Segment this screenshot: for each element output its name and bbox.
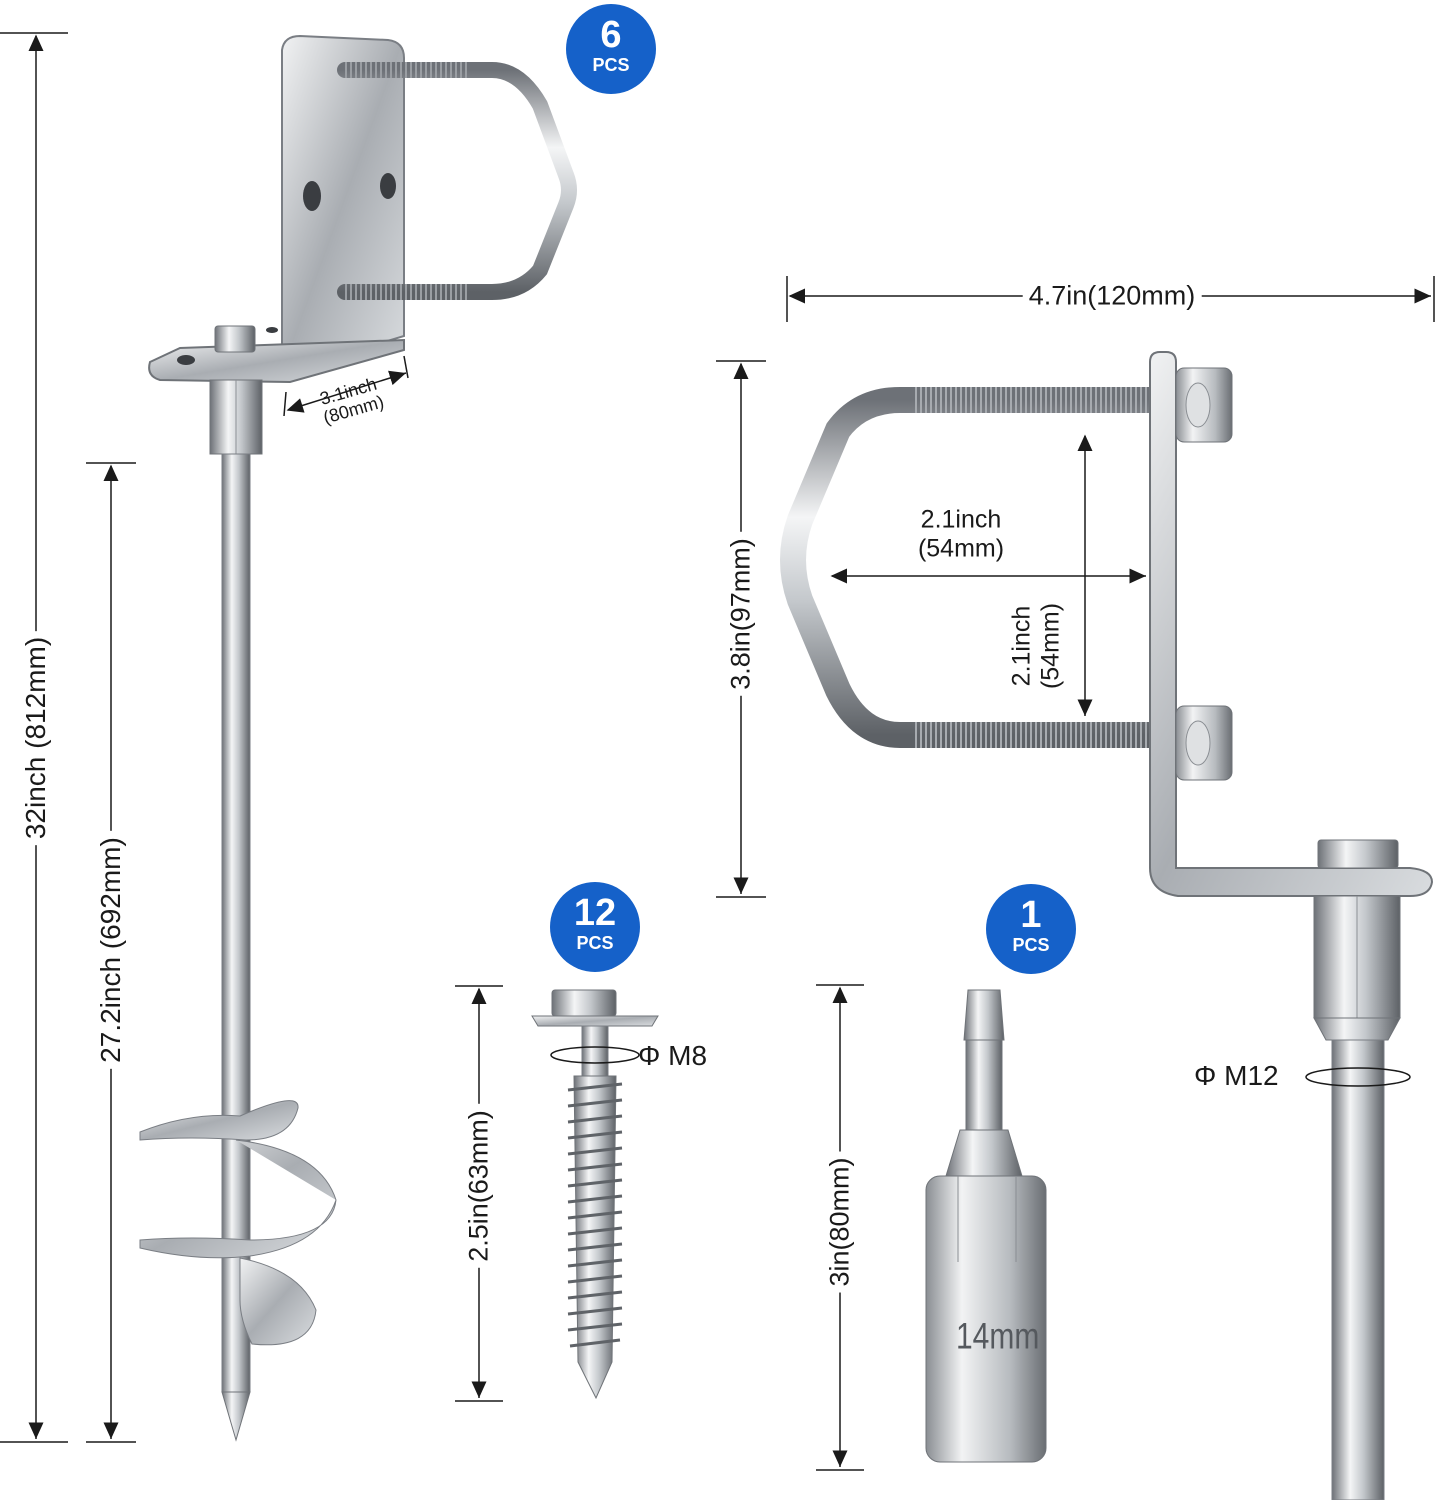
- badge-count: 12: [573, 892, 617, 934]
- ground-anchor-drawing: [139, 34, 577, 1442]
- bracket-width-label: 4.7in(120mm): [1022, 282, 1202, 310]
- badge-anchor-count: 6 PCS: [566, 4, 656, 94]
- bracket-drawing: [780, 351, 1434, 1500]
- ubolt-height-mm: (54mm): [1036, 602, 1064, 690]
- screw-length-label: 2.5in(63mm): [464, 1104, 494, 1268]
- ubolt-height-label: 2.1inch (54mm): [1007, 603, 1065, 689]
- socket-length-label: 3in(80mm): [825, 1151, 855, 1293]
- shaft-diameter-label: Φ M12: [1194, 1060, 1279, 1091]
- shaft-length-label: 27.2inch (692mm): [95, 831, 126, 1069]
- screw-diameter-label: Φ M8: [638, 1040, 708, 1071]
- ubolt-width-label: 2.1inch (54mm): [918, 505, 1004, 563]
- badge-screw-count: 12 PCS: [550, 882, 640, 972]
- badge-count: 6: [600, 14, 622, 56]
- ubolt-height-inch: 2.1inch: [1007, 605, 1036, 687]
- badge-unit: PCS: [1012, 935, 1050, 955]
- badge-socket-count: 1 PCS: [986, 884, 1076, 974]
- hex-socket-drawing: [925, 989, 1047, 1463]
- badge-unit: PCS: [592, 55, 630, 75]
- ubolt-width-inch: 2.1inch: [920, 505, 1002, 534]
- socket-size-engraving: 14mm: [956, 1315, 1040, 1357]
- badge-unit: PCS: [576, 933, 614, 953]
- badge-count: 1: [1020, 894, 1042, 936]
- lag-screw-drawing: [531, 989, 659, 1400]
- ubolt-width-mm: (54mm): [917, 534, 1005, 562]
- bracket-height-label: 3.8in(97mm): [726, 532, 756, 696]
- total-length-label: 32inch (812mm): [20, 630, 51, 846]
